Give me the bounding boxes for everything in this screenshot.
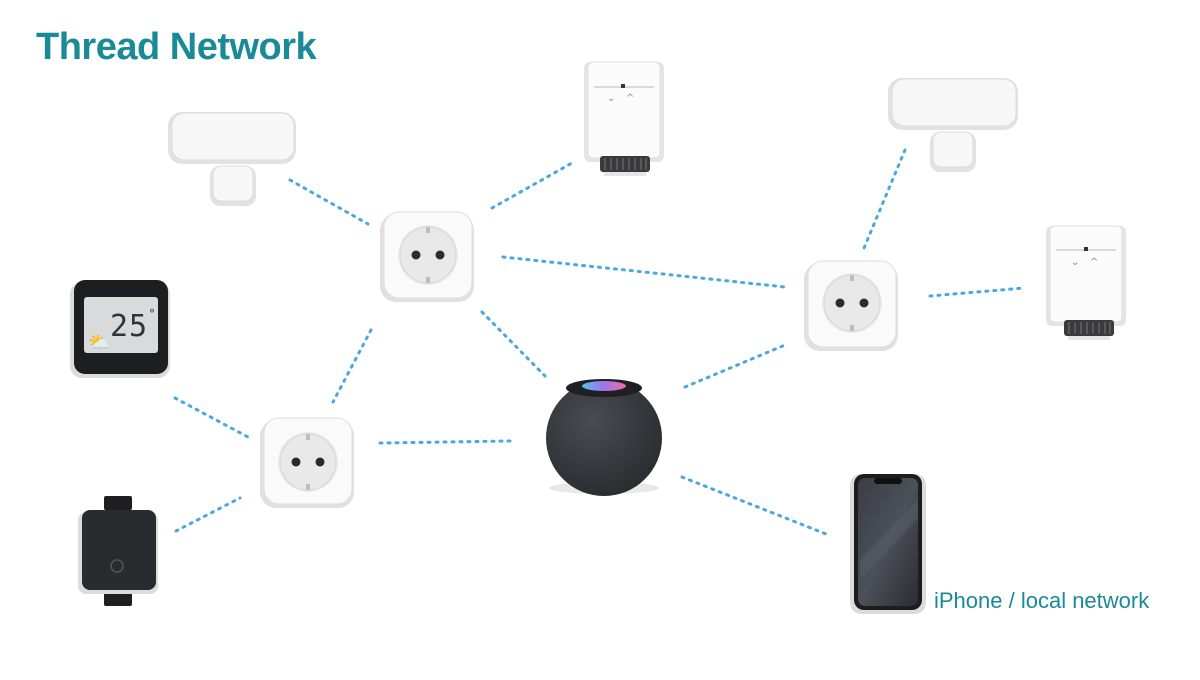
temperature-unit: ° [149, 307, 155, 321]
smart-plug-2 [260, 417, 354, 508]
link-button-to-plug-2 [174, 496, 242, 533]
link-plug-1-to-homepod [480, 310, 547, 378]
link-plug-1-to-plug-3 [501, 255, 787, 289]
radiator-thermostat-right: ⌄ ^ [1046, 225, 1126, 340]
temperature-reading: 25 [110, 309, 148, 344]
svg-text:⌄: ⌄ [607, 93, 615, 104]
contact-sensor-left [168, 112, 296, 206]
diagram-title: Thread Network [36, 26, 317, 68]
smart-plug-3 [804, 260, 898, 351]
link-plug-1-to-radiator-top [490, 161, 574, 210]
link-sensor-left-to-plug-1 [288, 178, 370, 226]
link-homepod-to-plug-3 [683, 343, 787, 389]
svg-text:⌄: ⌄ [1071, 257, 1079, 268]
connection-links [173, 148, 1026, 536]
weather-icon: ⛅ [88, 332, 110, 353]
climate-display: ⛅ 25 ° [70, 280, 170, 378]
smart-plug-1 [380, 211, 474, 302]
homepod-mini [546, 379, 662, 496]
link-plug-1-to-plug-2 [331, 328, 373, 404]
smart-button [78, 496, 158, 606]
link-plug-3-to-radiator-right [928, 286, 1026, 298]
contact-sensor-right [888, 78, 1018, 172]
link-sensor-right-to-plug-3 [862, 148, 907, 250]
link-homepod-to-iphone [680, 475, 828, 536]
radiator-thermostat-top: ⌄ ^ [584, 61, 664, 176]
svg-text:^: ^ [626, 93, 634, 104]
iphone [850, 474, 926, 614]
link-plug-2-to-homepod [378, 439, 512, 445]
iphone-caption: iPhone / local network [934, 588, 1150, 613]
link-display-to-plug-2 [173, 396, 250, 439]
svg-text:^: ^ [1090, 257, 1098, 268]
